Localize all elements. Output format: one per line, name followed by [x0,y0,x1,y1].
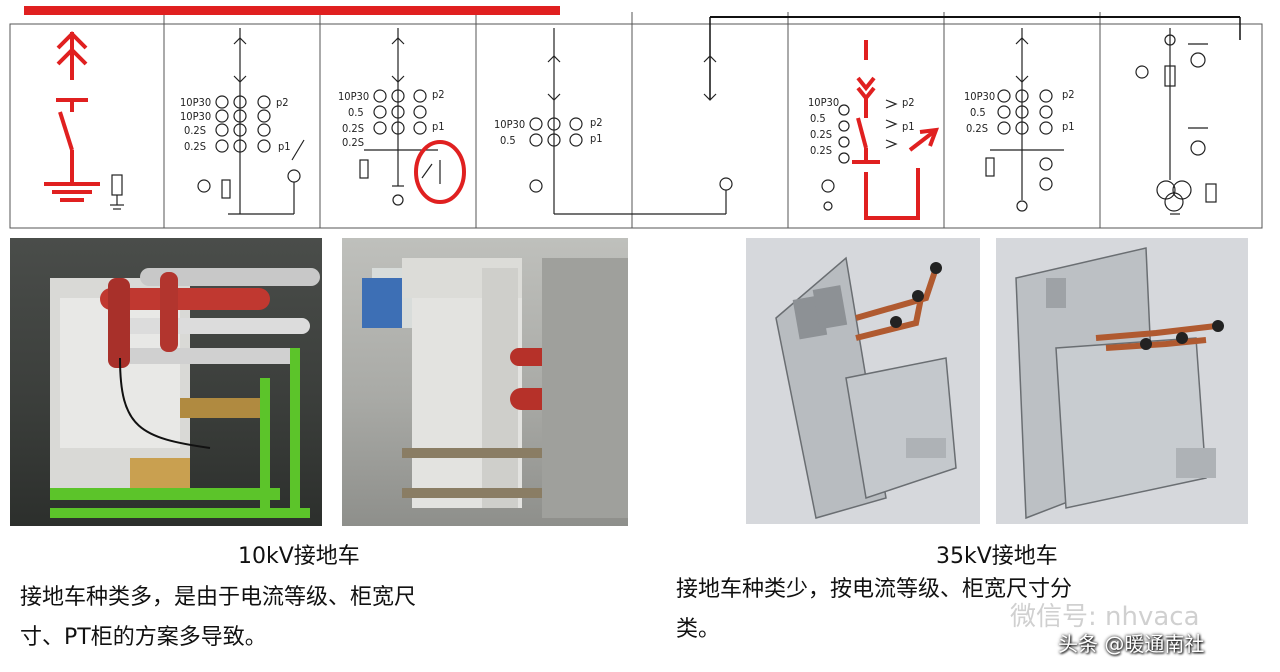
svg-text:0.5: 0.5 [500,134,516,147]
feeder-column-6 [821,99,898,211]
svg-text:p1: p1 [1062,120,1075,133]
photo-10kv-earthing-truck-1 [10,238,322,526]
col7-relay-labels: 10P30 0.5 0.2S p2 p1 [964,88,1075,135]
svg-text:10P30: 10P30 [180,96,211,109]
earthing-truck-10kv-symbol [44,31,100,202]
svg-text:0.5: 0.5 [970,106,986,119]
description-35kv-line-1: 接地车种类少，按电流等级、柜宽尺寸分 [676,577,1073,602]
svg-text:10P30: 10P30 [808,96,839,109]
svg-text:p2: p2 [276,96,289,109]
feeder-column-2 [197,28,305,215]
feeder-column-7 [985,28,1064,212]
photo-10kv-earthing-truck-2 [342,238,628,526]
svg-text:p1: p1 [278,140,291,153]
earthing-truck-illustration [362,258,628,518]
svg-text:p1: p1 [590,132,603,145]
svg-text:0.2S: 0.2S [342,136,364,149]
caption-35kv: 35kV接地车 [936,544,1058,569]
svg-text:0.2S: 0.2S [966,122,988,135]
svg-text:0.2S: 0.2S [342,122,364,135]
cad-model-illustration [1015,247,1224,520]
cad-model-illustration [775,256,957,519]
svg-text:p2: p2 [1062,88,1075,101]
svg-text:10P30: 10P30 [494,118,525,131]
svg-text:0.2S: 0.2S [810,128,832,141]
earthing-truck-35kv-symbol [852,40,940,220]
svg-text:p1: p1 [902,120,915,133]
red-busbar [24,6,560,15]
description-10kv: 接地车种类多，是由于电流等级、柜宽尺 寸、PT柜的方案多导致。 [20,578,416,658]
description-35kv-line-2: 类。 [676,617,721,642]
svg-text:p1: p1 [432,120,445,133]
svg-text:0.5: 0.5 [348,106,364,119]
column-dividers [163,12,1101,228]
feeder-column-3 [359,28,441,206]
description-10kv-line-1: 接地车种类多，是由于电流等级、柜宽尺 [20,585,417,610]
col2-relay-labels: 10P30 10P30 0.2S 0.2S p2 p1 [180,96,291,153]
svg-text:p2: p2 [902,96,915,109]
col6-relay-labels: 10P30 0.5 0.2S 0.2S p2 p1 [808,96,915,157]
svg-text:0.2S: 0.2S [184,124,206,137]
description-35kv: 接地车种类少，按电流等级、柜宽尺寸分 类。 [676,570,1072,650]
col1-ground-symbol [110,174,124,210]
pt-column-8 [1135,28,1217,215]
feeder-column-4 [529,28,733,215]
svg-text:10P30: 10P30 [180,110,211,123]
toutiao-watermark: 头条 @暖通南社 [1058,632,1205,656]
svg-text:10P30: 10P30 [338,90,369,103]
wechat-watermark: 微信号: nhvaca [1010,602,1200,632]
col4-relay-labels: 10P30 0.5 p2 p1 [494,116,603,147]
svg-text:p2: p2 [432,88,445,101]
diagram-frame [9,23,1263,229]
svg-text:10P30: 10P30 [964,90,995,103]
description-10kv-line-2: 寸、PT柜的方案多导致。 [20,625,267,650]
col3-relay-labels: 10P30 0.5 0.2S 0.2S p2 p1 [338,88,445,149]
svg-text:0.5: 0.5 [810,112,826,125]
photo-35kv-earthing-truck-model-2 [996,238,1248,524]
photo-35kv-earthing-truck-model-1 [746,238,980,524]
earthing-truck-illustration [50,268,320,518]
svg-text:0.2S: 0.2S [810,144,832,157]
caption-10kv: 10kV接地车 [238,544,360,569]
single-line-diagram: 10P30 10P30 0.2S 0.2S p2 p1 10P30 0.5 0.… [9,6,1263,229]
svg-text:p2: p2 [590,116,603,129]
red-highlight-circle [414,140,466,204]
svg-text:0.2S: 0.2S [184,140,206,153]
